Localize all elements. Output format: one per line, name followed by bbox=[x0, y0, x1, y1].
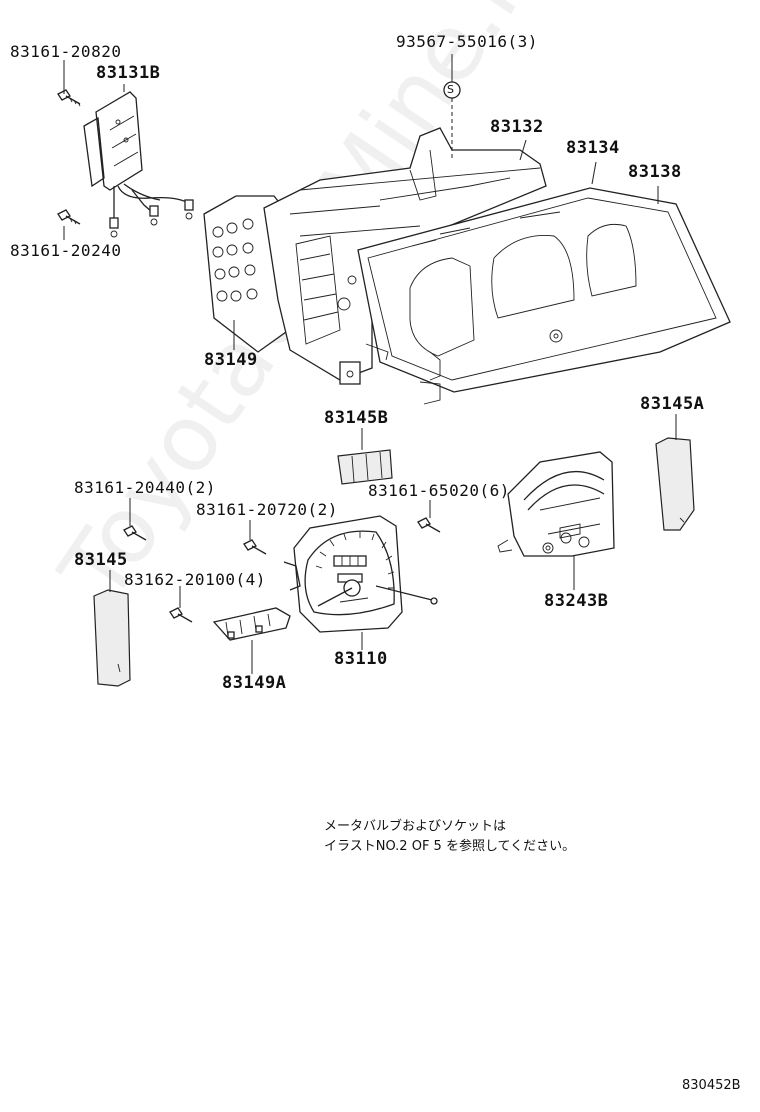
label-83161-20240: 83161-20240 bbox=[10, 241, 122, 260]
label-83145: 83145 bbox=[74, 550, 128, 570]
label-83161-20820: 83161-20820 bbox=[10, 42, 122, 61]
screw-icon bbox=[57, 89, 81, 107]
diagram-code: 830452B bbox=[682, 1078, 741, 1093]
label-83145B: 83145B bbox=[324, 408, 389, 428]
part-83145-drawing bbox=[93, 589, 131, 687]
screw-icon bbox=[123, 525, 147, 541]
label-83110: 83110 bbox=[334, 649, 388, 669]
label-83131B: 83131B bbox=[96, 63, 161, 83]
label-83162-20100: 83162-20100(4) bbox=[124, 570, 266, 589]
label-83161-20440: 83161-20440(2) bbox=[74, 478, 216, 497]
screw-icon bbox=[169, 607, 193, 623]
s-marker-label: S bbox=[447, 83, 454, 96]
screw-icon bbox=[243, 539, 267, 555]
screw-icon bbox=[417, 517, 441, 533]
label-83243B: 83243B bbox=[544, 591, 609, 611]
label-83149: 83149 bbox=[204, 350, 258, 370]
meter-housing-drawing bbox=[203, 127, 731, 405]
label-83145A: 83145A bbox=[640, 394, 705, 414]
leader-lines bbox=[63, 54, 677, 674]
gauge-83243B-drawing bbox=[497, 451, 615, 557]
screw-icon bbox=[57, 209, 81, 225]
speedometer-83110-drawing bbox=[283, 515, 438, 633]
label-83134: 83134 bbox=[566, 138, 620, 158]
label-83149A: 83149A bbox=[222, 673, 287, 693]
label-83132: 83132 bbox=[490, 117, 544, 137]
label-83161-20720: 83161-20720(2) bbox=[196, 500, 338, 519]
label-83161-65020: 83161-65020(6) bbox=[368, 481, 510, 500]
label-83138: 83138 bbox=[628, 162, 682, 182]
part-83145B-drawing bbox=[337, 449, 393, 485]
note-line-2: イラストNO.2 OF 5 を参照してください。 bbox=[324, 839, 576, 854]
note-line-1: メータバルブおよびソケットは bbox=[324, 819, 507, 834]
part-83145A-drawing bbox=[655, 437, 695, 531]
board-83131B-drawing bbox=[83, 91, 194, 238]
board-83149A-drawing bbox=[212, 607, 291, 641]
label-93567-55016: 93567-55016(3) bbox=[396, 32, 538, 51]
